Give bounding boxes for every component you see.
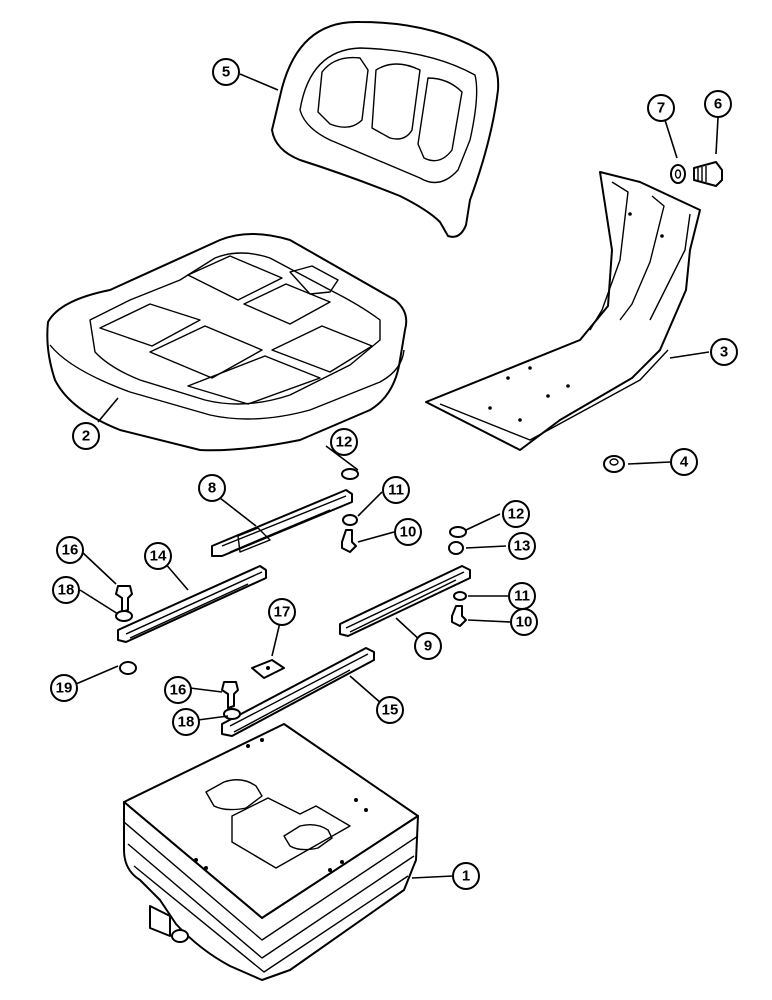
spacer-13 [448, 541, 464, 555]
callout-19: 19 [50, 674, 78, 702]
slide-rail-left [117, 565, 267, 643]
bolt-10b [451, 605, 467, 627]
callout-1: 1 [452, 862, 480, 890]
svg-text:6: 6 [714, 96, 722, 113]
svg-text:1: 1 [462, 868, 470, 885]
plate [251, 659, 285, 679]
bolt-top [693, 161, 723, 187]
washer-12b [449, 526, 467, 538]
seat-cushion [46, 233, 408, 452]
svg-text:15: 15 [382, 702, 399, 719]
svg-text:18: 18 [58, 582, 75, 599]
callout-10b: 10 [510, 608, 538, 636]
callout-16b: 16 [164, 676, 192, 704]
callout-13: 13 [508, 532, 536, 560]
callout-12b: 12 [502, 500, 530, 528]
svg-text:7: 7 [657, 100, 665, 117]
svg-text:13: 13 [514, 538, 531, 555]
callout-11b: 11 [508, 582, 536, 610]
callout-10a: 10 [394, 518, 422, 546]
seat-bracket [425, 171, 701, 451]
washer-11b [453, 591, 467, 601]
callout-2: 2 [72, 422, 100, 450]
svg-text:16: 16 [170, 682, 187, 699]
svg-text:5: 5 [222, 64, 230, 81]
slide-rail-upper [211, 489, 353, 557]
slide-rail-right [339, 565, 471, 637]
callout-5: 5 [212, 58, 240, 86]
callout-15: 15 [376, 696, 404, 724]
leader-lines [75, 73, 719, 879]
nut [603, 455, 625, 473]
callout-4: 4 [670, 448, 698, 476]
svg-text:12: 12 [336, 434, 353, 451]
callout-14: 14 [144, 542, 172, 570]
callout-12a: 12 [330, 428, 358, 456]
svg-text:10: 10 [516, 614, 533, 631]
svg-text:10: 10 [400, 524, 417, 541]
callout-3: 3 [710, 338, 738, 366]
svg-text:12: 12 [508, 506, 525, 523]
svg-text:11: 11 [514, 588, 530, 605]
slide-rail-lower [221, 647, 375, 737]
svg-text:11: 11 [388, 482, 404, 499]
svg-text:17: 17 [274, 604, 291, 621]
callout-7: 7 [647, 94, 675, 122]
callout-18a: 18 [52, 576, 80, 604]
svg-text:3: 3 [720, 344, 728, 361]
bolt-16a [115, 585, 133, 613]
suspension-base [123, 723, 419, 981]
washer-18b [223, 708, 241, 720]
backrest-cushion [271, 20, 500, 238]
svg-text:8: 8 [208, 480, 216, 497]
callout-9: 9 [414, 632, 442, 660]
svg-text:18: 18 [178, 714, 195, 731]
svg-text:19: 19 [56, 680, 73, 697]
svg-text:2: 2 [82, 428, 90, 445]
svg-text:16: 16 [62, 542, 79, 559]
nut-19 [119, 661, 137, 675]
washer-18a [115, 610, 133, 622]
callout-8: 8 [198, 474, 226, 502]
callout-18b: 18 [172, 708, 200, 736]
washer-11a [342, 514, 358, 526]
washer-12a [341, 468, 359, 480]
svg-text:9: 9 [424, 638, 432, 655]
bolt-16b [221, 681, 239, 709]
svg-text:4: 4 [680, 454, 689, 471]
bolt-10a [341, 529, 357, 553]
callout-6: 6 [704, 90, 732, 118]
callout-17: 17 [268, 598, 296, 626]
callout-16a: 16 [56, 536, 84, 564]
svg-text:14: 14 [150, 548, 167, 565]
lock-washer-top [670, 164, 686, 184]
callout-11a: 11 [382, 476, 410, 504]
